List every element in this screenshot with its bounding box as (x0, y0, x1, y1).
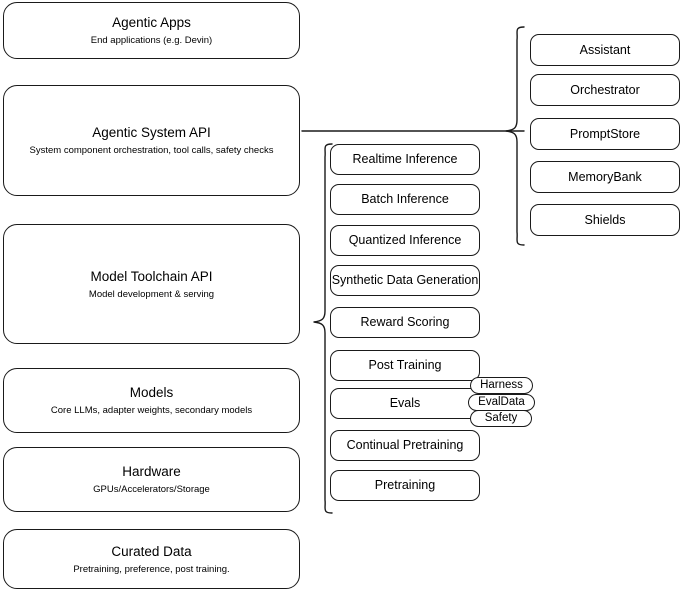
component-label: Assistant (579, 42, 631, 57)
tag-label: EvalData (478, 396, 525, 408)
layer-model-toolchain-api[interactable]: Model Toolchain API Model development & … (3, 224, 300, 344)
tag-harness[interactable]: Harness (470, 377, 533, 394)
layer-title: Agentic Apps (112, 15, 191, 30)
brace-agentic-system-components (505, 26, 525, 246)
layer-subtitle: End applications (e.g. Devin) (90, 35, 213, 46)
component-label: Quantized Inference (348, 233, 462, 247)
layer-title: Models (129, 385, 174, 400)
component-reward-scoring[interactable]: Reward Scoring (330, 307, 480, 338)
layer-title: Hardware (122, 464, 181, 479)
component-realtime-inference[interactable]: Realtime Inference (330, 144, 480, 175)
layer-subtitle: GPUs/Accelerators/Storage (93, 484, 210, 495)
component-label: Realtime Inference (352, 152, 458, 166)
layer-subtitle: Pretraining, preference, post training. (73, 563, 230, 575)
component-label: Evals (389, 396, 421, 410)
component-label: PromptStore (569, 126, 641, 141)
component-label: Continual Pretraining (346, 438, 464, 452)
layer-subtitle: Core LLMs, adapter weights, secondary mo… (50, 405, 253, 416)
tag-label: Harness (480, 379, 523, 391)
component-label: Shields (584, 212, 626, 227)
layer-title: Model Toolchain API (90, 268, 213, 284)
component-label: Reward Scoring (360, 315, 450, 329)
layer-title: Agentic System API (92, 125, 211, 140)
component-label: Batch Inference (361, 192, 449, 206)
layer-models[interactable]: Models Core LLMs, adapter weights, secon… (3, 368, 300, 433)
layer-hardware[interactable]: Hardware GPUs/Accelerators/Storage (3, 447, 300, 512)
component-promptstore[interactable]: PromptStore (530, 118, 680, 150)
component-orchestrator[interactable]: Orchestrator (530, 74, 680, 106)
layer-subtitle: Model development & serving (88, 288, 215, 300)
component-quantized-inference[interactable]: Quantized Inference (330, 225, 480, 256)
component-batch-inference[interactable]: Batch Inference (330, 184, 480, 215)
layer-title: Curated Data (111, 543, 192, 559)
component-label: Orchestrator (570, 82, 640, 97)
component-continual-pretraining[interactable]: Continual Pretraining (330, 430, 480, 461)
component-evals[interactable]: Evals (330, 388, 480, 419)
tag-evaldata[interactable]: EvalData (468, 394, 535, 411)
component-memorybank[interactable]: MemoryBank (530, 161, 680, 193)
component-synthetic-data-generation[interactable]: Synthetic Data Generation (330, 265, 480, 296)
component-label: Synthetic Data Generation (331, 273, 479, 287)
tag-safety[interactable]: Safety (470, 410, 532, 427)
layer-agentic-apps[interactable]: Agentic Apps End applications (e.g. Devi… (3, 2, 300, 59)
component-label: MemoryBank (568, 169, 642, 184)
layer-curated-data[interactable]: Curated Data Pretraining, preference, po… (3, 529, 300, 589)
component-shields[interactable]: Shields (530, 204, 680, 236)
component-post-training[interactable]: Post Training (330, 350, 480, 381)
component-pretraining[interactable]: Pretraining (330, 470, 480, 501)
component-label: Post Training (368, 358, 442, 372)
tag-label: Safety (484, 412, 518, 424)
layer-subtitle: System component orchestration, tool cal… (29, 145, 274, 156)
component-assistant[interactable]: Assistant (530, 34, 680, 66)
layer-agentic-system-api[interactable]: Agentic System API System component orch… (3, 85, 300, 196)
component-label: Pretraining (374, 478, 436, 492)
